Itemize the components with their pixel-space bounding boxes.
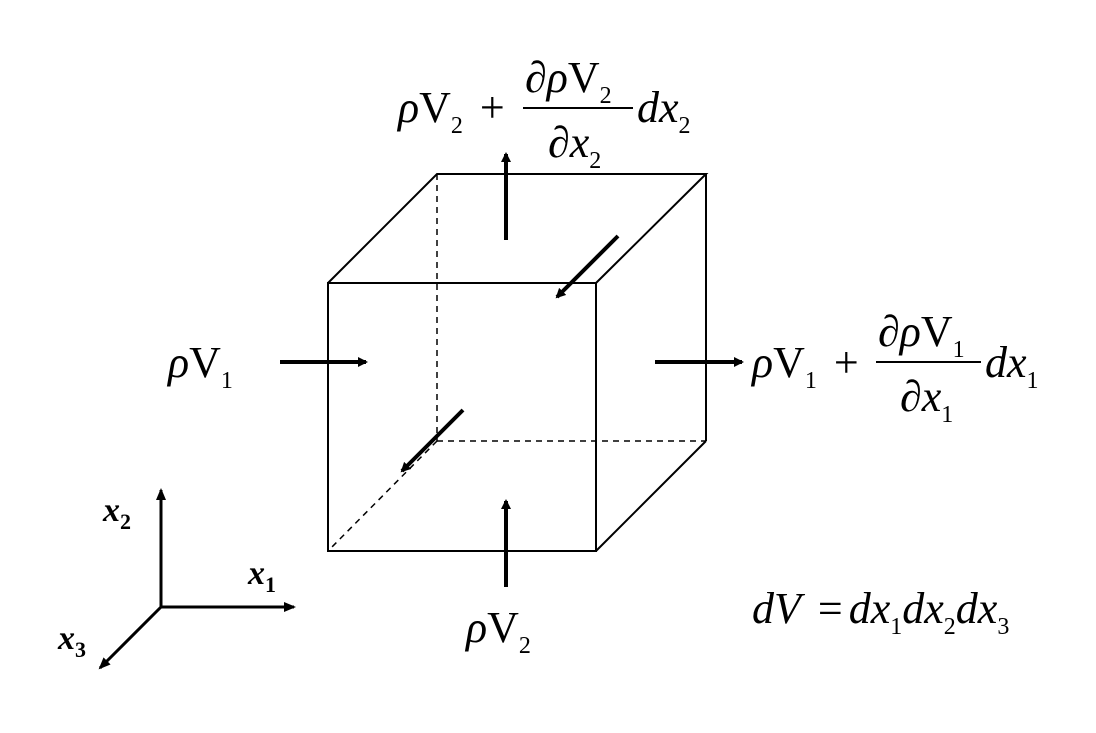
x-symbol: x bbox=[569, 118, 590, 167]
volume-element-equation: dV =dx1dx2dx3 bbox=[752, 584, 1009, 640]
partial-symbol: ∂ bbox=[878, 307, 900, 356]
axis-subscript: 2 bbox=[120, 509, 131, 534]
axis-label-x1: x1 bbox=[248, 555, 276, 596]
right-flux-denominator: ∂x1 bbox=[900, 372, 953, 428]
x-symbol: x bbox=[870, 584, 891, 633]
x-symbol: x bbox=[924, 584, 944, 633]
rho-symbol: ρ bbox=[546, 53, 568, 102]
cube-top-edges bbox=[327, 173, 709, 284]
subscript: 2 bbox=[678, 113, 691, 139]
subscript: 3 bbox=[997, 614, 1010, 640]
subscript: 2 bbox=[599, 83, 612, 109]
axis-subscript: 1 bbox=[265, 572, 276, 597]
top-flux-lead: ρV2 + bbox=[398, 83, 505, 139]
x-symbol: x bbox=[1007, 338, 1027, 387]
rho-symbol: ρ bbox=[466, 603, 488, 652]
right-flux-differential: dx1 bbox=[985, 338, 1039, 394]
axis-letter: x bbox=[103, 492, 120, 529]
v-symbol: V bbox=[920, 307, 953, 356]
subscript: 1 bbox=[804, 368, 817, 394]
partial-symbol: ∂ bbox=[900, 372, 922, 421]
axis-x3-arrow bbox=[98, 605, 163, 670]
subscript: 1 bbox=[952, 337, 965, 363]
cube-hidden-depth-edge bbox=[327, 440, 438, 552]
subscript: 1 bbox=[941, 402, 954, 428]
top-flux-denominator: ∂x2 bbox=[548, 118, 601, 174]
x-symbol: x bbox=[921, 372, 942, 421]
axis-letter: x bbox=[58, 620, 75, 657]
label-left-flux: ρV1 bbox=[168, 338, 233, 394]
rho-symbol: ρ bbox=[398, 83, 420, 132]
right-flux-lead: ρV1 + bbox=[752, 338, 859, 394]
v-symbol: V bbox=[487, 603, 519, 652]
right-flux-numerator: ∂ρV1 bbox=[878, 307, 965, 363]
axis-label-x2: x2 bbox=[103, 492, 131, 533]
d-symbol: d bbox=[637, 83, 659, 132]
axis-label-x3: x3 bbox=[58, 620, 86, 661]
d-symbol: d bbox=[902, 584, 925, 633]
v-symbol: V bbox=[567, 53, 600, 102]
subscript: 1 bbox=[890, 614, 903, 640]
d-symbol: d bbox=[848, 584, 871, 633]
fraction-bar bbox=[876, 361, 981, 363]
subscript: 2 bbox=[589, 148, 602, 174]
plus-sign: + bbox=[833, 338, 859, 387]
plus-sign: + bbox=[479, 83, 505, 132]
d-symbol: d bbox=[985, 338, 1007, 387]
cube-bottom-right-edge bbox=[595, 440, 707, 552]
x-symbol: x bbox=[659, 83, 679, 132]
equals-sign: = bbox=[817, 584, 843, 633]
partial-symbol: ∂ bbox=[525, 53, 547, 102]
subscript: 2 bbox=[450, 113, 463, 139]
flux-arrow-front-out bbox=[400, 408, 465, 473]
dv-symbol: dV bbox=[752, 584, 801, 633]
d-symbol: d bbox=[955, 584, 978, 633]
v-symbol: V bbox=[419, 83, 451, 132]
x-symbol: x bbox=[977, 584, 998, 633]
cube-front-face bbox=[327, 282, 597, 552]
fraction-bar bbox=[523, 107, 633, 109]
subscript: 1 bbox=[220, 368, 233, 394]
top-flux-differential: dx2 bbox=[637, 83, 691, 139]
axis-letter: x bbox=[248, 555, 265, 592]
subscript: 2 bbox=[943, 614, 956, 640]
top-flux-numerator: ∂ρV2 bbox=[525, 53, 612, 109]
rho-symbol: ρ bbox=[899, 307, 921, 356]
subscript: 1 bbox=[1026, 368, 1039, 394]
rho-symbol: ρ bbox=[168, 338, 190, 387]
rho-symbol: ρ bbox=[752, 338, 774, 387]
v-symbol: V bbox=[773, 338, 805, 387]
v-symbol: V bbox=[189, 338, 221, 387]
partial-symbol: ∂ bbox=[548, 118, 570, 167]
subscript: 2 bbox=[518, 633, 531, 659]
axis-subscript: 3 bbox=[75, 637, 86, 662]
flux-arrow-back-in bbox=[555, 234, 620, 299]
label-bottom-flux: ρV2 bbox=[466, 603, 531, 659]
